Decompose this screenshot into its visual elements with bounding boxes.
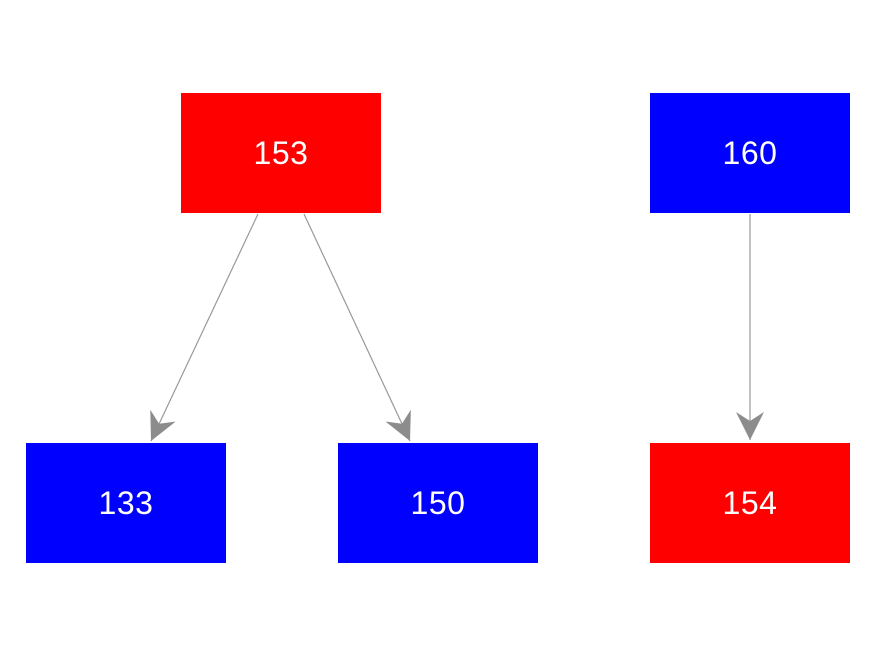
node-150: 150: [338, 443, 538, 563]
node-133: 133: [26, 443, 226, 563]
edge-153-to-133: [150, 213, 259, 442]
node-label-153: 153: [253, 135, 309, 171]
node-160: 160: [650, 93, 850, 213]
node-label-150: 150: [410, 485, 466, 521]
node-154: 154: [650, 443, 850, 563]
edge-153-to-150: [303, 213, 411, 442]
node-label-160: 160: [722, 135, 778, 171]
node-label-154: 154: [722, 485, 778, 521]
node-label-133: 133: [98, 485, 154, 521]
node-153: 153: [181, 93, 381, 213]
